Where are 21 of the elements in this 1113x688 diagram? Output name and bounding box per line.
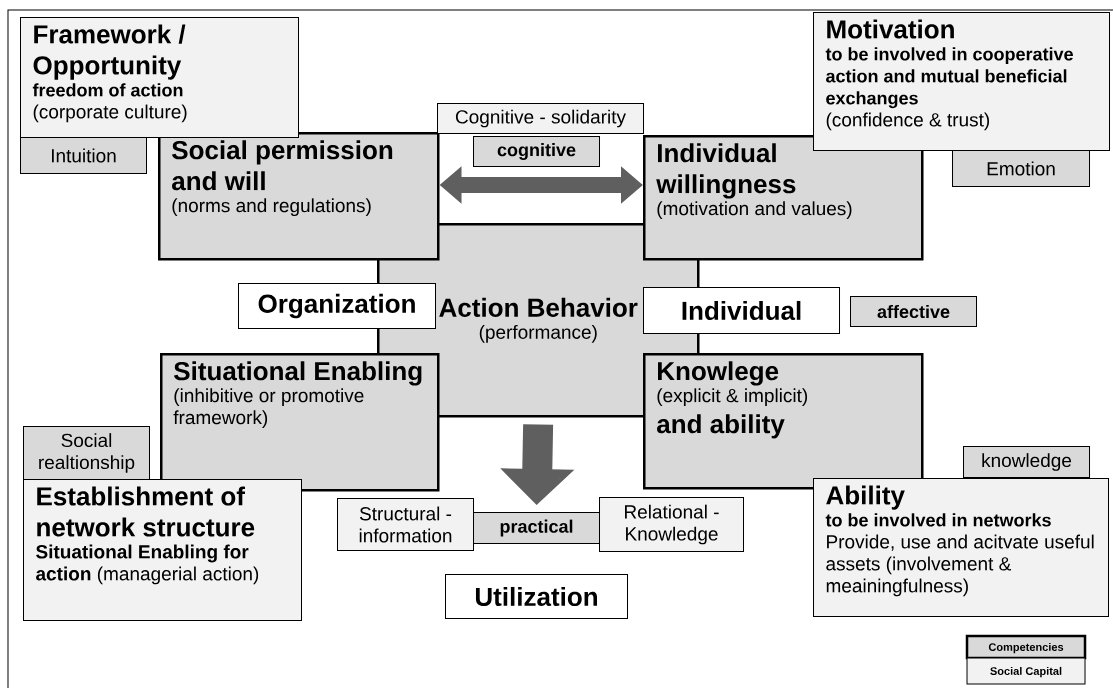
concept-box: Motivation to be involved in cooperative action and mutual beneficial exchanges (confidence & trust) bbox=[813, 12, 1110, 151]
tag-box: Relational - Knowledge bbox=[599, 497, 744, 552]
concept-box: Individual willingness (motivation and values) bbox=[643, 135, 924, 261]
tag-box: Intuition bbox=[20, 137, 147, 174]
concept-box: Ability to be involved in networks Provide, use and acitvate useful assets (involvement & meainingfulness) bbox=[813, 478, 1109, 617]
tag-box: Emotion bbox=[952, 150, 1090, 187]
legend-item: Social Capital bbox=[966, 657, 1086, 685]
tag-box: cognitive bbox=[473, 136, 600, 167]
concept-box: Social permission and will (norms and regulations) bbox=[158, 132, 440, 261]
dimension-box: Organization bbox=[238, 283, 436, 329]
tag-box: Social realtionship bbox=[23, 426, 150, 480]
dimension-box: Individual bbox=[643, 287, 840, 334]
tag-box: practical bbox=[473, 512, 600, 544]
tag-box: Structural - information bbox=[337, 498, 474, 551]
tag-box: affective bbox=[850, 296, 977, 327]
legend-item: Competencies bbox=[965, 634, 1087, 660]
concept-box: Framework / Opportunity freedom of action (corporate culture) bbox=[20, 17, 299, 138]
dimension-box: Utilization bbox=[445, 574, 628, 619]
concept-box: Establishment of network structure Situational Enabling for action (managerial action) bbox=[23, 479, 302, 621]
tag-box: knowledge bbox=[963, 446, 1090, 478]
tag-box: Cognitive - solidarity bbox=[437, 103, 644, 134]
